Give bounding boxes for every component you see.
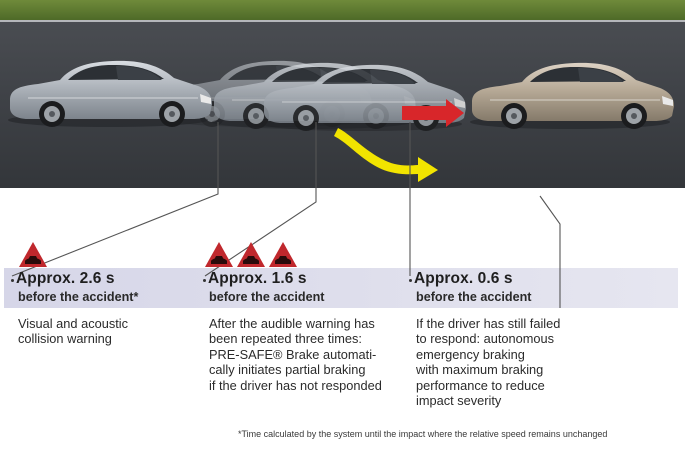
- stage-2-bullet: [203, 279, 206, 282]
- warning-icon: [19, 242, 47, 267]
- stage-3-heading: Approx. 0.6 s: [414, 270, 513, 288]
- stage-3-bullet: [409, 279, 412, 282]
- stage-3-description: If the driver has still failed to respon…: [416, 316, 560, 408]
- stage-1-description: Visual and acoustic collision warning: [18, 316, 128, 347]
- footnote: *Time calculated by the system until the…: [238, 429, 607, 439]
- stage-3-subheading: before the accident: [416, 290, 531, 304]
- warning-icon: [269, 242, 297, 267]
- stage-2-subheading: before the accident: [209, 290, 324, 304]
- stage-1-bullet: [11, 279, 14, 282]
- stage-2-description: After the audible warning has been repea…: [209, 316, 382, 393]
- warning-icon: [205, 242, 233, 267]
- stage-1-heading: Approx. 2.6 s: [16, 270, 115, 288]
- warning-icon: [237, 242, 265, 267]
- grass-strip: [0, 0, 685, 20]
- stage-2-heading: Approx. 1.6 s: [208, 270, 307, 288]
- stage-1-subheading: before the accident*: [18, 290, 138, 304]
